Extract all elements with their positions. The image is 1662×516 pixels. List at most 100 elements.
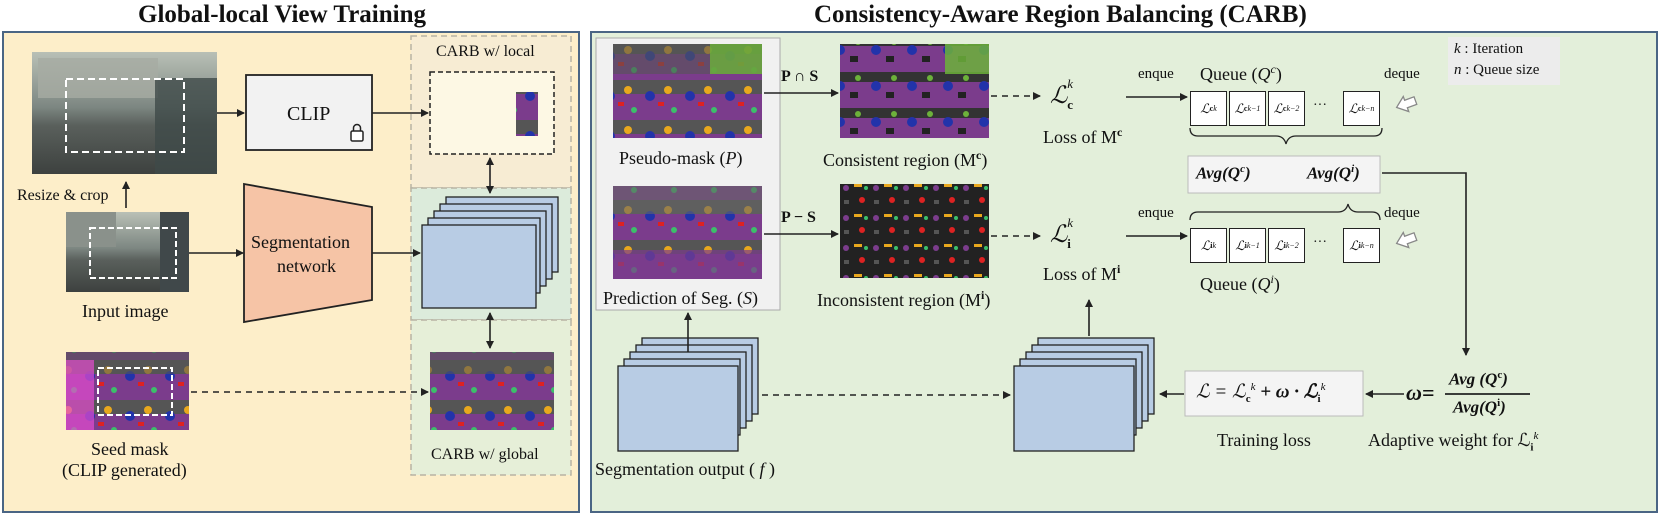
loss-i-sup: k [1067, 215, 1074, 230]
queue-i-sup: i [1270, 272, 1274, 286]
queue-cell-loss: ℒ [1235, 237, 1245, 253]
brace-queue-i [1189, 203, 1381, 221]
queue-c-sup: c [1270, 62, 1276, 76]
deque-arrow-i [1395, 230, 1418, 249]
queue-cell-sub: c [1357, 104, 1362, 113]
arrow-avg-to-omega [1382, 172, 1470, 356]
inconsistent-label: Inconsistent region (Mi) [817, 288, 991, 310]
segnet-label-2: network [277, 256, 336, 276]
lock-icon [350, 123, 364, 142]
prediction-text: Prediction of Seg. ( [603, 288, 743, 308]
queue-ellipsis: ··· [1313, 235, 1327, 250]
avg-qc-open: (Q [1222, 163, 1241, 183]
pseudo-mask-image [613, 44, 762, 138]
consistent-region-image [840, 44, 989, 138]
enque-c-label: enque [1138, 66, 1174, 82]
queue-cell-loss: ℒ [1200, 237, 1211, 253]
deque-arrow-c [1395, 94, 1418, 113]
queue-cell-sup: k [1212, 241, 1217, 250]
omega-den-text: Avg(Q [1453, 397, 1498, 417]
prediction-label: Prediction of Seg. (S) [603, 288, 758, 308]
training-loss-box [1184, 370, 1364, 417]
legend-n: n : Queue size [1454, 63, 1539, 78]
loss-eq-i-sup: k [1320, 381, 1326, 393]
omega-num-text: Avg (Q [1449, 369, 1498, 389]
queue-cell-sup: k−2 [1285, 241, 1299, 250]
queue-c-label: Queue (Qc) [1200, 62, 1282, 84]
input-image [66, 212, 189, 292]
carb-local-label: CARB w/ local [436, 43, 535, 60]
left-feature-stack [421, 196, 559, 309]
queue-cell-sub: c [1243, 104, 1248, 113]
adaptive-sup: k [1533, 430, 1539, 442]
deque-i-label: deque [1384, 205, 1420, 221]
queue-cell-sub: i [1358, 241, 1361, 250]
resize-crop-label: Resize & crop [17, 187, 109, 204]
consistent-sup: c [976, 148, 982, 162]
p-and-s-label: P ∩ S [781, 68, 819, 85]
inconsistent-sup: i [980, 288, 985, 302]
queue-cell-loss: ℒ [1273, 100, 1283, 116]
omega-den-sup: i [1497, 397, 1501, 409]
deque-c-label: deque [1384, 66, 1420, 82]
carb-global-label: CARB w/ global [431, 446, 539, 463]
inconsistent-region-image [840, 184, 989, 278]
adaptive-text: Adaptive weight for ℒ [1368, 430, 1531, 450]
avg-qc-sup: c [1240, 163, 1245, 175]
avg-qc-avg: Avg [1196, 163, 1223, 183]
seg-output-var: f [759, 459, 765, 479]
loss-of-mc-label: Loss of Mc [1043, 126, 1122, 146]
queue-cell-sup: k−1 [1246, 241, 1260, 250]
inconsistent-text: Inconsistent region (M [817, 290, 981, 310]
loss-c-sub: c [1067, 96, 1074, 112]
loss-of-mc-sup: c [1117, 125, 1123, 139]
segnet-label-1: Segmentation [251, 232, 350, 252]
queue-cell-loss: ℒ [1348, 100, 1358, 116]
queue-i-text: Queue ( [1200, 274, 1258, 294]
seed-mask-sub-label: (CLIP generated) [62, 460, 187, 480]
loss-eq-i-sub: i [1317, 393, 1321, 406]
consistent-label: Consistent region (Mc) [823, 148, 988, 170]
seg-output-close: ) [764, 459, 775, 479]
loss-of-mi-label: Loss of Mi [1043, 263, 1120, 283]
avg-qi-label: Avg(Qi) [1307, 163, 1360, 183]
input-image-label: Input image [82, 301, 169, 321]
seg-output-label: Segmentation output ( f ) [595, 460, 775, 478]
legend-n-var: n [1454, 62, 1462, 78]
omega-num-sup: c [1497, 369, 1503, 381]
queue-cell-sub: i [1210, 241, 1213, 250]
queue-cell-sub: c [1282, 104, 1287, 113]
loss-eq-mid: + ω · ℒ [1255, 381, 1318, 403]
right-title: Consistency-Aware Region Balancing (CARB… [814, 1, 1307, 28]
queue-cell-sub: i [1283, 241, 1286, 250]
avg-box [1187, 155, 1381, 194]
queue-cell-loss: ℒ [1234, 100, 1244, 116]
training-loss-label: Training loss [1217, 430, 1311, 450]
loss-of-mi-sup: i [1117, 262, 1121, 276]
omega-denominator: Avg(Qi) [1453, 397, 1506, 417]
p-minus-s-label: P − S [781, 209, 816, 226]
queue-cell-sup: k−n [1361, 104, 1375, 113]
omega-label: ω= [1406, 380, 1435, 405]
pseudo-mask-text: Pseudo-mask ( [619, 148, 726, 168]
loss-i-l: ℒ [1050, 222, 1068, 248]
queue-cell-sub: c [1209, 104, 1214, 113]
loss-feature-stack [1013, 337, 1155, 452]
queue-c-var: Q [1257, 64, 1271, 84]
omega-numerator: Avg (Qc) [1449, 369, 1508, 389]
legend-n-desc: : Queue size [1461, 62, 1540, 78]
queue-cell-sup: k−2 [1286, 104, 1300, 113]
queue-cell-loss: ℒ [1200, 100, 1210, 116]
prediction-image [613, 186, 762, 279]
avg-qi-avg: Avg [1307, 163, 1334, 183]
pseudo-mask-var: P [725, 148, 737, 168]
loss-equation: ℒ = ℒck + ω · ℒik [1196, 382, 1325, 405]
loss-eq-lhs: ℒ = ℒ [1196, 381, 1246, 403]
cropped-input-photo [32, 52, 217, 174]
